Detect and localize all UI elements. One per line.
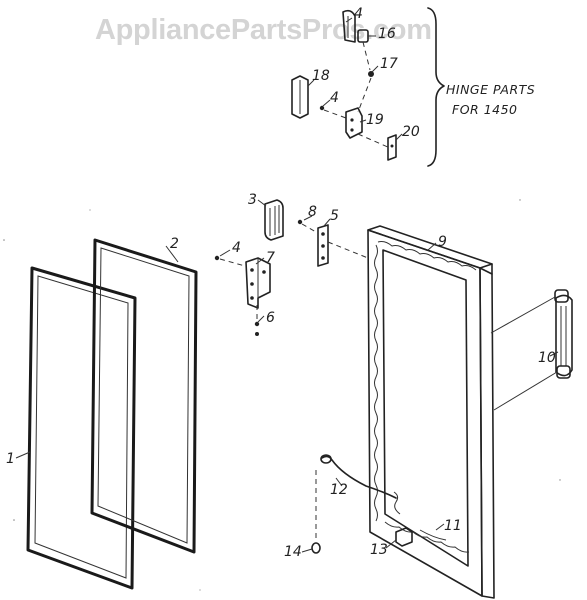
hinge-cover-part-3	[264, 199, 284, 241]
bottom-parts	[311, 454, 447, 554]
callout-17: 17	[380, 56, 398, 72]
hinge-part-7	[245, 257, 271, 309]
scan-specks	[3, 199, 561, 591]
callout-8: 8	[308, 204, 317, 220]
hinge-note-line1: HINGE PARTS	[446, 82, 535, 97]
callout-3: 3	[248, 192, 257, 208]
hinge-note-line2: FOR 1450	[452, 102, 518, 117]
callout-7: 7	[266, 250, 275, 266]
callout-labels: 1 2 3 4 5 6 7 8 9 10 11 12 13 14 4 16 17…	[6, 6, 556, 560]
callout-4-lower: 4	[232, 240, 241, 256]
handle-part-10	[490, 289, 573, 411]
callout-1: 1	[6, 451, 15, 467]
door-frame-part-9	[367, 225, 495, 599]
callout-13: 13	[370, 542, 388, 558]
screws-4-6-8	[214, 219, 317, 336]
callout-14: 14	[284, 544, 302, 560]
hinge-parts-1450-group	[291, 7, 445, 167]
callout-9: 9	[438, 234, 447, 250]
callout-11: 11	[444, 518, 462, 534]
callout-5: 5	[330, 208, 339, 224]
callout-6: 6	[266, 310, 275, 326]
callout-12: 12	[330, 482, 348, 498]
callout-leaders	[15, 17, 559, 553]
callout-4-middle: 4	[330, 90, 339, 106]
callout-10: 10	[538, 350, 556, 366]
callout-19: 19	[366, 112, 384, 128]
hinge-note: HINGE PARTS FOR 1450	[446, 82, 535, 117]
hinge-part-5	[317, 224, 369, 267]
callout-18: 18	[312, 68, 330, 84]
watermark: AppliancePartsPros.com	[95, 14, 432, 46]
callout-2: 2	[170, 236, 179, 252]
callout-20: 20	[402, 124, 420, 140]
callout-16: 16	[378, 26, 396, 42]
gasket-part-2	[90, 238, 198, 554]
gasket-part-1	[26, 266, 137, 590]
callout-4-top: 4	[354, 6, 363, 22]
